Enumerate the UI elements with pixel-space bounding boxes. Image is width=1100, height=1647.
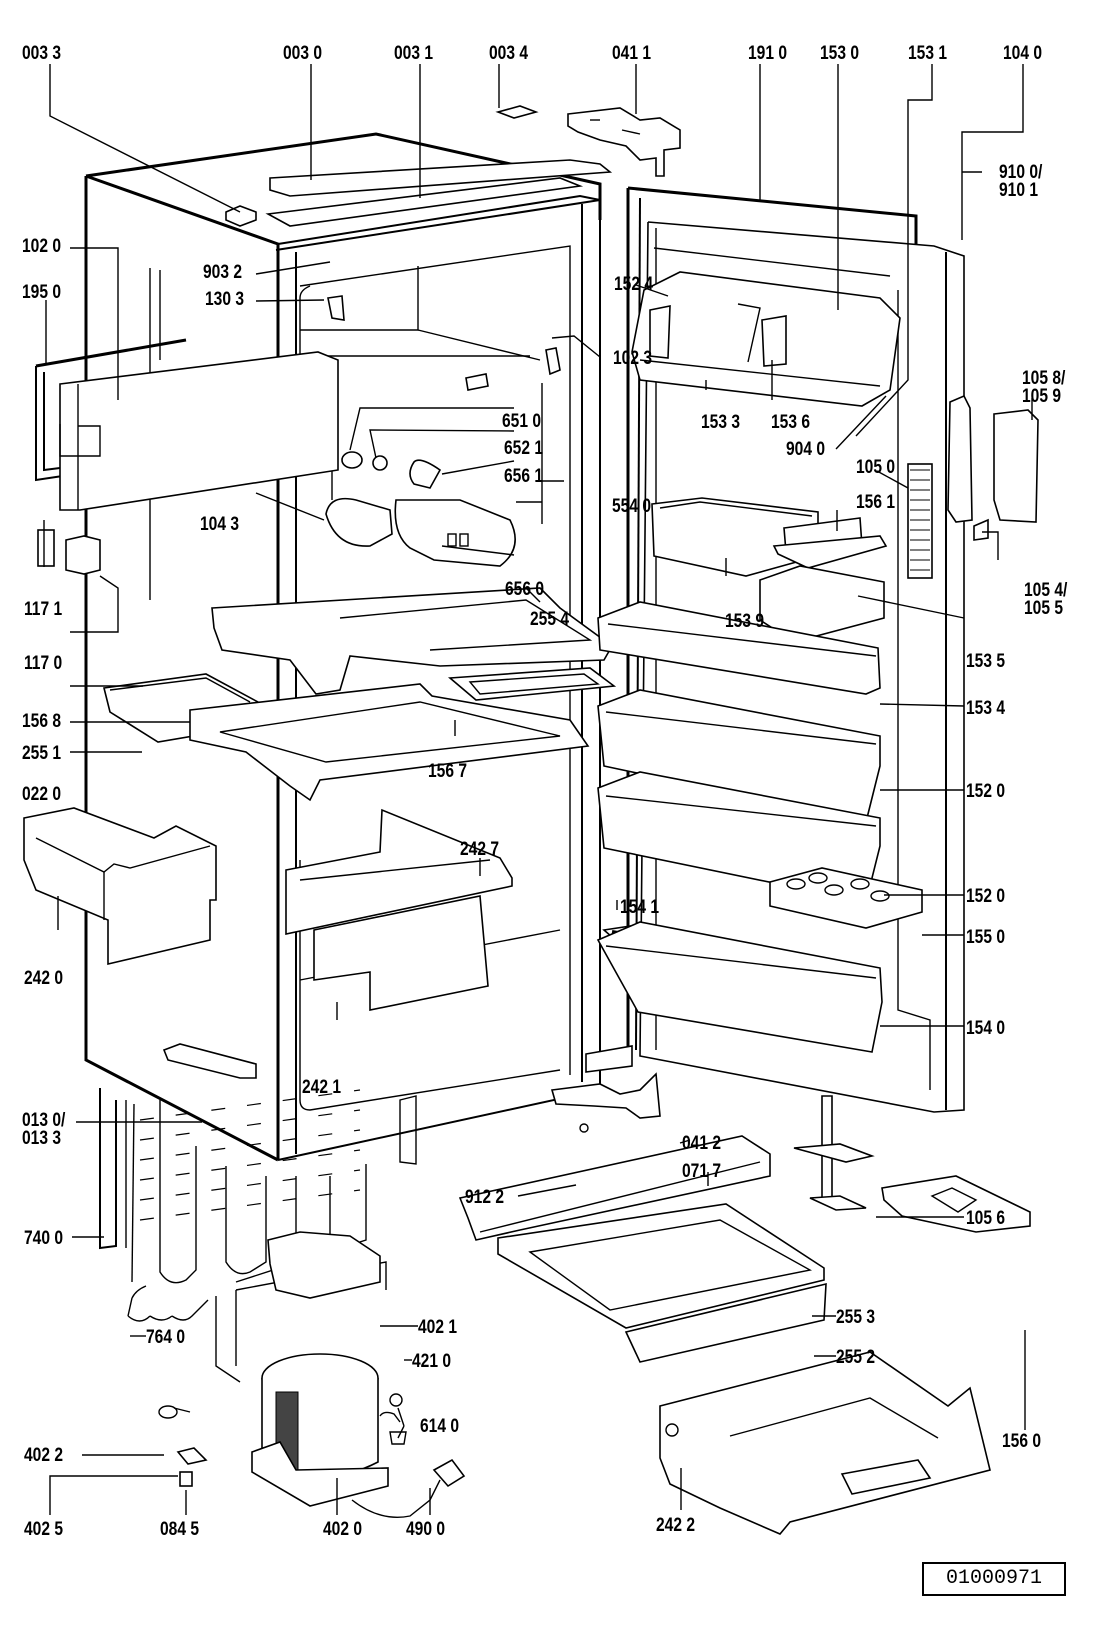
callout-104-3: 104 3 [200,514,239,535]
callout-156-7: 156 7 [428,761,467,782]
freezer-basket-left [23,807,217,966]
callout-071-7: 071 7 [682,1161,721,1182]
callout-153-0: 153 0 [820,43,859,64]
crisper-drawer-inner [313,895,489,1011]
callout-102-3: 102 3 [613,348,652,369]
callout-242-7: 242 7 [460,839,499,860]
callout-041-1: 041 1 [612,43,651,64]
callout-153-6: 153 6 [771,412,810,433]
callout-105-8: 105 8/ 105 9 [1022,368,1066,407]
callout-104-0: 104 0 [1003,43,1042,64]
egg-tray [769,867,923,929]
callout-117-0: 117 0 [24,653,63,674]
callout-402-0: 402 0 [323,1519,362,1540]
callout-154-0: 154 0 [966,1018,1005,1039]
callout-152-4: 152 4 [614,274,653,295]
leader-lines [43,64,1033,1515]
callout-614-0: 614 0 [420,1416,459,1437]
dairy-compartment [631,271,901,407]
callout-105-4: 105 4/ 105 5 [1024,580,1068,619]
callout-013-0: 013 0/ 013 3 [22,1110,66,1149]
door-shelf-152-0-b [597,771,881,903]
top-strip-parts [225,105,613,227]
callout-003-1: 003 1 [394,43,433,64]
callout-421-0: 421 0 [412,1351,451,1372]
callout-910-0: 910 0/ 910 1 [999,162,1043,201]
door-box-153-5 [759,565,885,643]
crisper-glass-cover [497,1203,827,1363]
callout-102-0: 102 0 [22,236,61,257]
callout-903-2: 903 2 [203,262,242,283]
callout-153-9: 153 9 [725,611,764,632]
callout-656-1: 656 1 [504,466,543,487]
side-brackets [37,529,101,575]
callout-156-0: 156 0 [1002,1431,1041,1452]
vegetable-drawer [659,1351,991,1535]
callout-152-0-a: 152 0 [966,781,1005,802]
callout-242-1: 242 1 [302,1077,341,1098]
callout-153-1: 153 1 [908,43,947,64]
callout-154-1: 154 1 [620,897,659,918]
callout-651-0: 651 0 [502,411,541,432]
callout-041-2: 041 2 [682,1133,721,1154]
callout-153-5: 153 5 [966,651,1005,672]
callout-003-0: 003 0 [283,43,322,64]
callout-156-8: 156 8 [22,711,61,732]
door-latch-parts [947,394,1039,541]
callout-155-0: 155 0 [966,927,1005,948]
thermostat-lamp-assembly [325,295,561,567]
cover-strip-071-7 [458,1135,771,1241]
top-hinge-bracket [567,107,681,177]
butter-dish [772,517,888,569]
callout-084-5: 084 5 [160,1519,199,1540]
condenser-coil [99,1043,417,1284]
bottom-hinge [550,1045,661,1133]
callout-105-6: 105 6 [966,1208,1005,1229]
callout-402-5: 402 5 [24,1519,63,1540]
callout-740-0: 740 0 [24,1228,63,1249]
callout-242-2: 242 2 [656,1515,695,1536]
callout-156-1: 156 1 [856,492,895,513]
callout-105-0: 105 0 [856,457,895,478]
callout-904-0: 904 0 [786,439,825,460]
freezer-door-panel [59,351,339,511]
callout-255-4: 255 4 [530,609,569,630]
callout-554-0: 554 0 [612,496,651,517]
crisper-cover-shelf [285,808,513,935]
callout-153-3: 153 3 [701,412,740,433]
door-shelf-152-0-a [597,689,881,823]
callout-402-1: 402 1 [418,1317,457,1338]
callout-003-4: 003 4 [489,43,528,64]
callout-255-2: 255 2 [836,1347,875,1368]
small-glass-lid [447,667,617,701]
middle-glass-shelf [189,683,590,802]
callout-912-2: 912 2 [465,1187,504,1208]
ice-cube-tray [881,1175,1031,1233]
callout-652-1: 652 1 [504,438,543,459]
door-stop-bracket [793,1095,875,1211]
door-gasket-strip [907,463,933,579]
callout-255-3: 255 3 [836,1307,875,1328]
callout-152-0-b: 152 0 [966,886,1005,907]
callout-255-1: 255 1 [22,743,61,764]
callout-130-3: 130 3 [205,289,244,310]
callout-153-4: 153 4 [966,698,1005,719]
callout-490-0: 490 0 [406,1519,445,1540]
compressor [127,1231,466,1518]
document-id-box: 01000971 [922,1562,1066,1596]
callout-242-0: 242 0 [24,968,63,989]
callout-195-0: 195 0 [22,282,61,303]
upper-glass-shelf [211,587,614,695]
callout-402-2: 402 2 [24,1445,63,1466]
door-shelf-153-4 [597,601,881,695]
callout-022-0: 022 0 [22,784,61,805]
callout-003-3: 003 3 [22,43,61,64]
callout-764-0: 764 0 [146,1327,185,1348]
door-shelf-154-0 [596,921,883,1053]
callout-191-0: 191 0 [748,43,787,64]
callout-656-0: 656 0 [505,579,544,600]
callout-117-1: 117 1 [24,599,63,620]
